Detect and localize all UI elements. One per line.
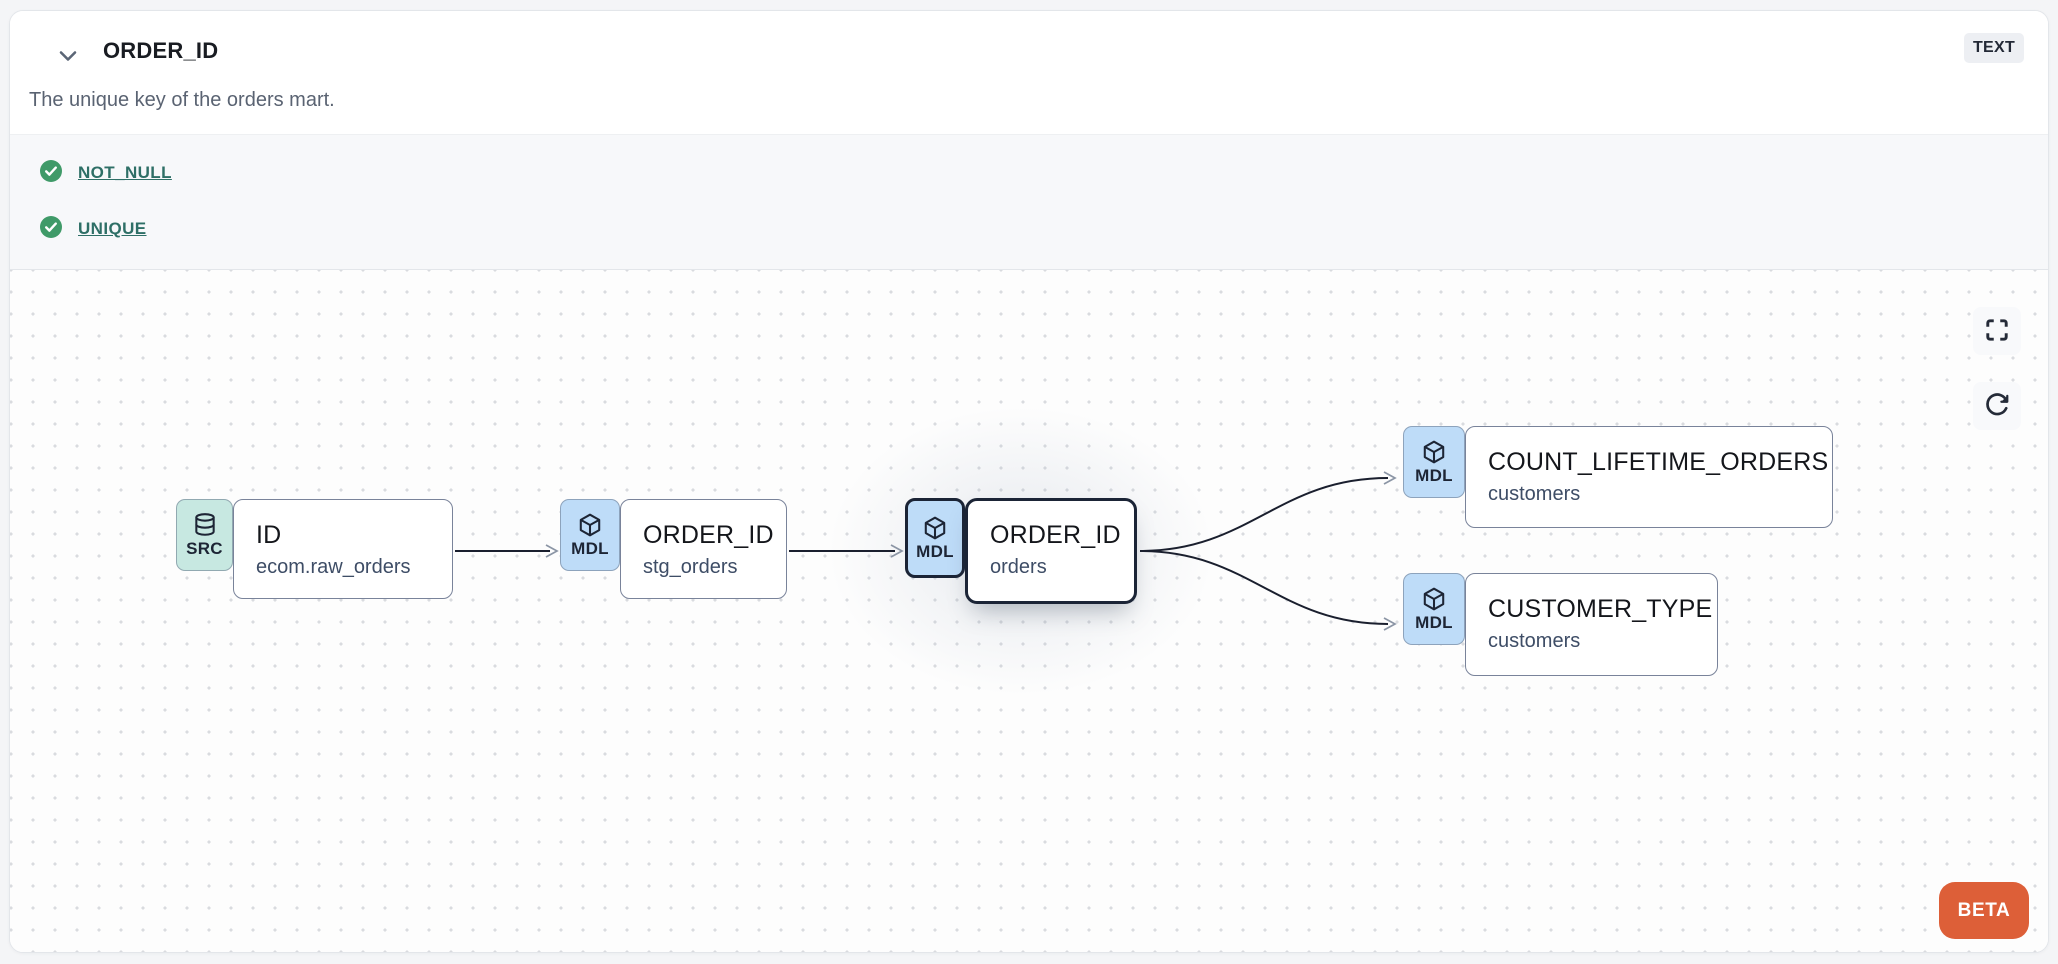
node-badge-label: SRC (186, 538, 223, 558)
cube-icon (576, 512, 604, 538)
node-body: COUNT_LIFETIME_ORDERS customers (1465, 426, 1833, 528)
node-badge: MDL (560, 499, 620, 571)
header: ORDER_ID TEXT The unique key of the orde… (10, 11, 2048, 134)
check-circle-icon (40, 215, 62, 243)
node-title: ID (256, 521, 282, 549)
test-row: NOT_NULL (40, 159, 2048, 187)
database-icon (191, 512, 219, 538)
check-circle-icon (40, 159, 62, 187)
node-subtitle: ecom.raw_orders (256, 556, 411, 578)
node-badge: MDL (905, 498, 965, 578)
lineage-canvas[interactable]: SRC ID ecom.raw_orders MDL ORDER_ID stg_… (10, 270, 2048, 952)
column-detail-card: ORDER_ID TEXT The unique key of the orde… (9, 10, 2049, 953)
cube-icon (1420, 586, 1448, 612)
node-badge-label: MDL (916, 541, 954, 561)
refresh-icon (1984, 392, 2010, 421)
fullscreen-icon (1984, 317, 2010, 346)
cube-icon (1420, 439, 1448, 465)
beta-badge: BETA (1939, 882, 2029, 939)
type-badge: TEXT (1964, 33, 2024, 63)
column-title: ORDER_ID (103, 38, 219, 63)
node-badge: SRC (176, 499, 233, 571)
node-body: CUSTOMER_TYPE customers (1465, 573, 1718, 676)
fullscreen-button[interactable] (1973, 307, 2021, 355)
refresh-button[interactable] (1973, 382, 2021, 430)
node-subtitle: stg_orders (643, 556, 738, 578)
tests-section: NOT_NULL UNIQUE (10, 134, 2048, 270)
node-subtitle: customers (1488, 630, 1581, 652)
cube-icon (921, 515, 949, 541)
node-body: ORDER_ID stg_orders (620, 499, 787, 599)
node-title: ORDER_ID (990, 521, 1121, 549)
lineage-edges (455, 471, 1397, 631)
test-link-not-null[interactable]: NOT_NULL (78, 163, 172, 182)
node-badge-label: MDL (1415, 465, 1453, 485)
test-row: UNIQUE (40, 215, 2048, 243)
node-subtitle: orders (990, 556, 1047, 578)
node-body: ORDER_ID orders (965, 498, 1137, 604)
node-badge-label: MDL (1415, 612, 1453, 632)
node-body: ID ecom.raw_orders (233, 499, 453, 599)
node-subtitle: customers (1488, 483, 1581, 505)
collapse-button[interactable] (50, 39, 86, 71)
node-title: COUNT_LIFETIME_ORDERS (1488, 448, 1829, 476)
node-badge-label: MDL (571, 538, 609, 558)
node-title: ORDER_ID (643, 521, 774, 549)
test-link-unique[interactable]: UNIQUE (78, 219, 147, 238)
node-badge: MDL (1403, 573, 1465, 645)
node-badge: MDL (1403, 426, 1465, 498)
column-description: The unique key of the orders mart. (29, 89, 335, 111)
node-title: CUSTOMER_TYPE (1488, 595, 1713, 623)
